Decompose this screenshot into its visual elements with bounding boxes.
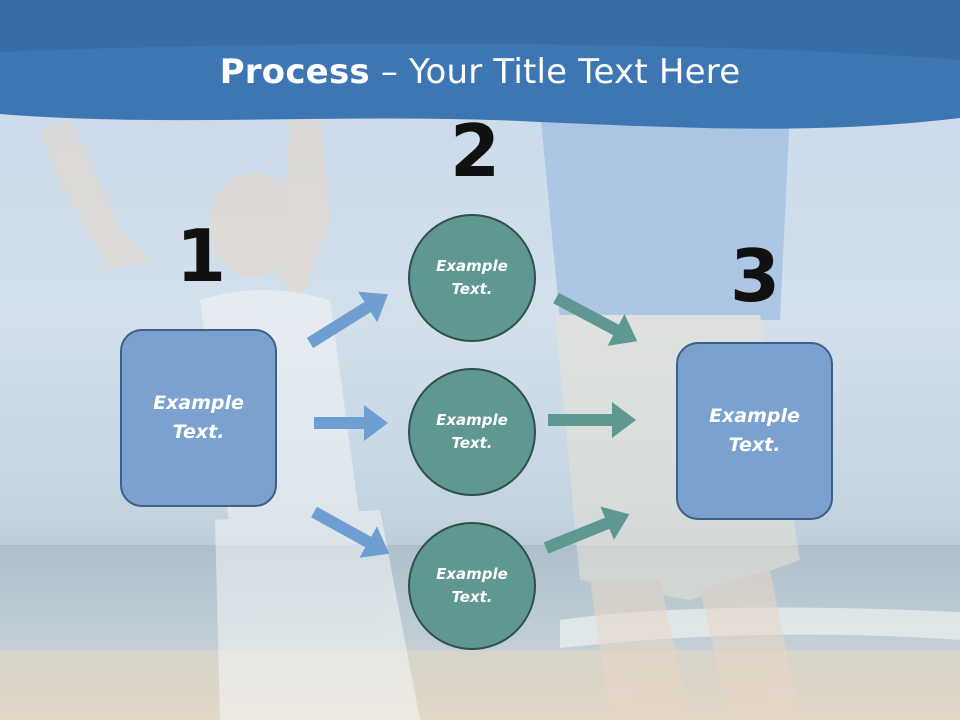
circle-middle: Example Text. (408, 368, 536, 496)
step-number-3: 3 (730, 234, 781, 318)
arrow-left-to-middle (314, 405, 388, 441)
arrow-left-to-bottom (311, 506, 390, 558)
circle-bottom: Example Text. (408, 522, 536, 650)
circle-top-line2: Text. (451, 280, 493, 298)
arrow-middle-to-right (548, 402, 636, 438)
circle-bottom-line1: Example (436, 565, 508, 583)
circle-middle-line2: Text. (451, 434, 493, 452)
slide-title: Process – Your Title Text Here (0, 52, 960, 92)
arrow-top-to-right (553, 292, 638, 346)
left-box-line2: Text. (172, 421, 225, 443)
right-box-line1: Example (709, 405, 800, 427)
title-bold: Process (219, 52, 370, 92)
arrow-left-to-top (306, 291, 389, 349)
title-rest: – Your Title Text Here (369, 52, 741, 92)
circle-middle-line1: Example (436, 411, 508, 429)
left-box: Example Text. (120, 329, 277, 507)
right-box-line2: Text. (728, 434, 781, 456)
right-box: Example Text. (676, 342, 833, 520)
arrow-bottom-to-right (543, 506, 630, 554)
circle-top: Example Text. (408, 214, 536, 342)
step-number-2: 2 (450, 109, 501, 193)
step-number-1: 1 (176, 214, 227, 298)
circle-bottom-line2: Text. (451, 588, 493, 606)
left-box-line1: Example (153, 392, 244, 414)
circle-top-line1: Example (436, 257, 508, 275)
